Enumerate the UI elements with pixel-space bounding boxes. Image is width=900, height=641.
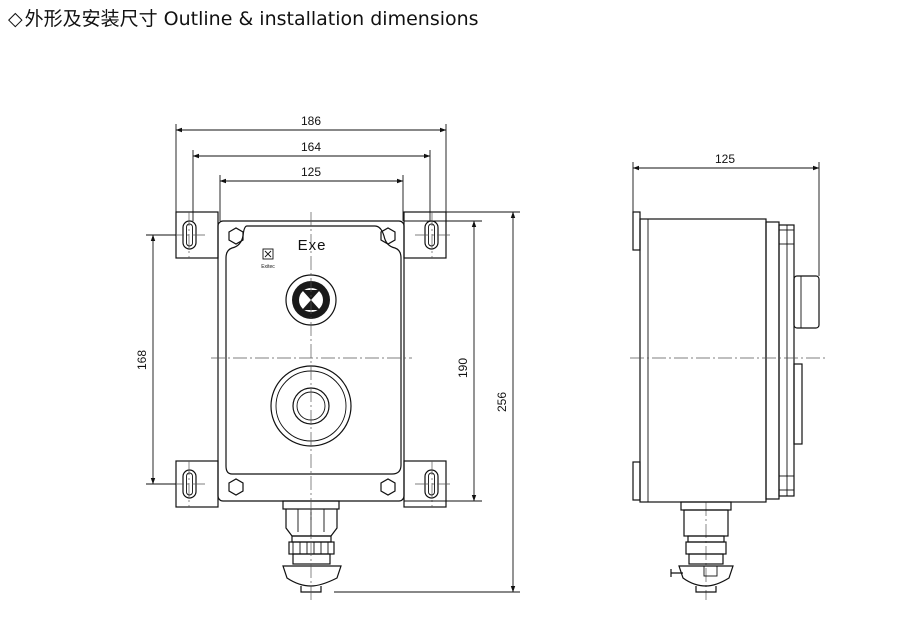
dimension-label: 168 [135, 350, 149, 370]
dimension-label: 164 [301, 140, 321, 154]
side-mounting-tab [632, 461, 641, 501]
dimension-overall-height: 256 [334, 211, 520, 593]
heading-text: 外形及安装尺寸 Outline & installation dimension… [24, 8, 479, 30]
side-indicator-lamp-icon [793, 275, 820, 329]
side-push-button-icon [793, 363, 803, 445]
dimension-vertical-hole-spacing: 168 [135, 234, 176, 485]
logo-text: Exitec [261, 264, 275, 270]
dimension-hole-spacing-inner: 125 [219, 165, 404, 221]
side-enclosure-body [639, 218, 767, 503]
side-mounting-tab [632, 211, 641, 251]
dimension-overall-width: 186 [175, 114, 447, 212]
ex-marking-label: Exe [298, 237, 327, 254]
side-cover-edge [765, 221, 780, 500]
cover-screw-icon [228, 478, 244, 496]
cable-gland-icon [282, 500, 342, 593]
diamond-bullet-icon: ◇ [8, 8, 23, 30]
manufacturer-logo: Exitec [261, 248, 275, 270]
cover-screw-icon [380, 478, 396, 496]
side-cable-gland-icon [670, 501, 734, 593]
front-view: Exitec Exe [135, 114, 520, 600]
cover-screw-icon [380, 227, 396, 245]
dimension-depth: 125 [632, 152, 820, 276]
dimension-label: 186 [301, 114, 321, 128]
dimension-body-height: 190 [404, 220, 482, 502]
cover-screw-icon [228, 227, 244, 245]
dimension-label: 125 [715, 152, 735, 166]
dimension-label: 125 [301, 165, 321, 179]
side-view: 125 [630, 152, 825, 600]
dimension-label: 256 [495, 392, 509, 412]
cover-plate [225, 225, 402, 475]
section-heading: ◇外形及安装尺寸 Outline & installation dimensio… [8, 4, 479, 31]
dimension-hole-spacing-outer: 164 [192, 140, 431, 221]
dimension-label: 190 [456, 358, 470, 378]
